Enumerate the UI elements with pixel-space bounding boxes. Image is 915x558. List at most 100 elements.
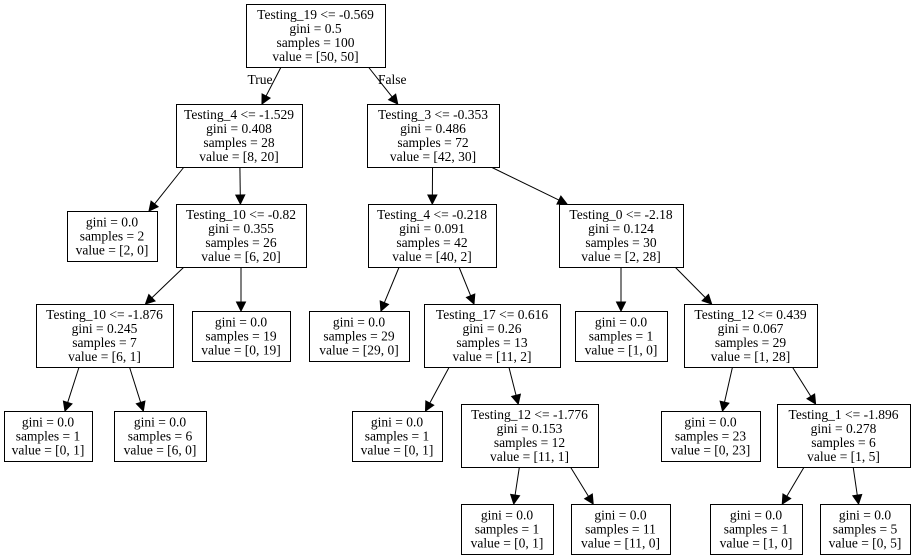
edge-line — [458, 266, 472, 296]
node-box — [114, 411, 207, 462]
node-box — [309, 311, 410, 362]
node-text-line: value = [29, 0] — [319, 343, 399, 358]
edge-arrowhead — [148, 200, 160, 212]
node-box — [571, 504, 671, 555]
node-text-line: gini = 0.355 — [208, 221, 274, 236]
node-text-line: gini = 0.0 — [22, 415, 74, 430]
node-text-line: gini = 0.0 — [595, 315, 647, 330]
node-text-line: value = [11, 1] — [490, 449, 569, 464]
node-text-line: value = [0, 23] — [671, 443, 751, 458]
edge-arrowhead — [427, 194, 438, 206]
node-text-line: value = [42, 30] — [390, 149, 476, 164]
node-text-line: samples = 23 — [675, 429, 747, 444]
node-text-line: gini = 0.408 — [206, 121, 272, 136]
node-box — [67, 211, 158, 262]
node-text-line: samples = 29 — [715, 335, 787, 350]
node-box — [820, 504, 911, 555]
edge-arrowhead — [781, 493, 792, 505]
node-text-line: Testing_17 <= 0.616 — [436, 307, 548, 322]
node-text-line: samples = 26 — [205, 235, 277, 250]
edge-label-false: False — [378, 72, 407, 87]
node-text-line: samples = 30 — [585, 235, 657, 250]
edge-line — [490, 166, 560, 201]
node-box — [777, 404, 911, 468]
edge-arrowhead — [701, 293, 713, 305]
node-text-line: value = [6, 20] — [201, 249, 281, 264]
node-text-line: gini = 0.124 — [588, 221, 654, 236]
node-text-line: samples = 1 — [475, 522, 540, 537]
node-text-line: samples = 1 — [365, 429, 430, 444]
edge-arrowhead — [135, 400, 146, 413]
node-text-line: gini = 0.0 — [684, 415, 736, 430]
node-text-line: samples = 11 — [585, 522, 656, 537]
node-text-line: gini = 0.067 — [718, 321, 784, 336]
node-box — [246, 4, 386, 68]
node-text-line: gini = 0.0 — [333, 315, 385, 330]
edge-arrowhead — [144, 293, 156, 305]
edge-line — [265, 66, 282, 97]
node-text-line: Testing_10 <= -0.82 — [186, 207, 296, 222]
edge-arrowhead — [719, 400, 730, 413]
edge-line — [674, 266, 706, 298]
node-text-line: samples = 1 — [589, 329, 654, 344]
node-text-line: Testing_19 <= -0.569 — [257, 7, 374, 22]
node-text-line: value = [0, 1] — [471, 536, 544, 551]
node-box — [461, 504, 554, 555]
edge-line — [724, 366, 733, 403]
edge-line — [67, 366, 80, 403]
edge-line — [128, 366, 142, 403]
node-text-line: value = [2, 28] — [581, 249, 661, 264]
node-text-line: Testing_10 <= -1.876 — [46, 307, 163, 322]
node-text-line: samples = 13 — [456, 335, 528, 350]
edge-arrowhead — [234, 194, 246, 206]
edge-arrowhead — [510, 393, 522, 406]
node-text-line: samples = 72 — [397, 135, 468, 150]
node-text-line: value = [0, 1] — [361, 443, 434, 458]
node-text-line: gini = 0.245 — [72, 321, 138, 336]
node-text-line: samples = 1 — [724, 522, 789, 537]
node-box — [367, 104, 500, 168]
node-text-line: samples = 1 — [16, 429, 81, 444]
node-text-line: samples = 19 — [205, 329, 277, 344]
node-text-line: gini = 0.0 — [839, 508, 891, 523]
node-box — [176, 204, 307, 268]
node-box — [192, 311, 291, 362]
node-text-line: gini = 0.278 — [811, 421, 877, 436]
node-text-line: samples = 7 — [72, 335, 137, 350]
node-box — [4, 411, 93, 462]
node-text-line: Testing_0 <= -2.18 — [569, 207, 672, 222]
node-text-line: samples = 42 — [396, 235, 467, 250]
node-text-line: Testing_4 <= -1.529 — [184, 107, 294, 122]
node-text-line: value = [11, 2] — [452, 349, 531, 364]
node-box — [575, 311, 668, 362]
edge-line — [383, 266, 400, 303]
node-text-line: gini = 0.5 — [289, 21, 341, 36]
node-text-line: Testing_12 <= -1.776 — [471, 407, 588, 422]
node-text-line: value = [40, 2] — [392, 249, 472, 264]
node-text-line: samples = 5 — [833, 522, 898, 537]
edge-arrowhead — [615, 301, 627, 313]
edge-arrowhead — [465, 293, 476, 306]
node-text-line: samples = 29 — [323, 329, 395, 344]
node-text-line: value = [6, 1] — [68, 349, 141, 364]
edge-line — [514, 466, 520, 496]
node-text-line: gini = 0.0 — [215, 315, 267, 330]
node-text-line: value = [2, 0] — [76, 243, 149, 258]
node-box — [661, 411, 761, 462]
node-text-line: Testing_4 <= -0.218 — [377, 207, 487, 222]
node-text-line: gini = 0.153 — [497, 421, 563, 436]
